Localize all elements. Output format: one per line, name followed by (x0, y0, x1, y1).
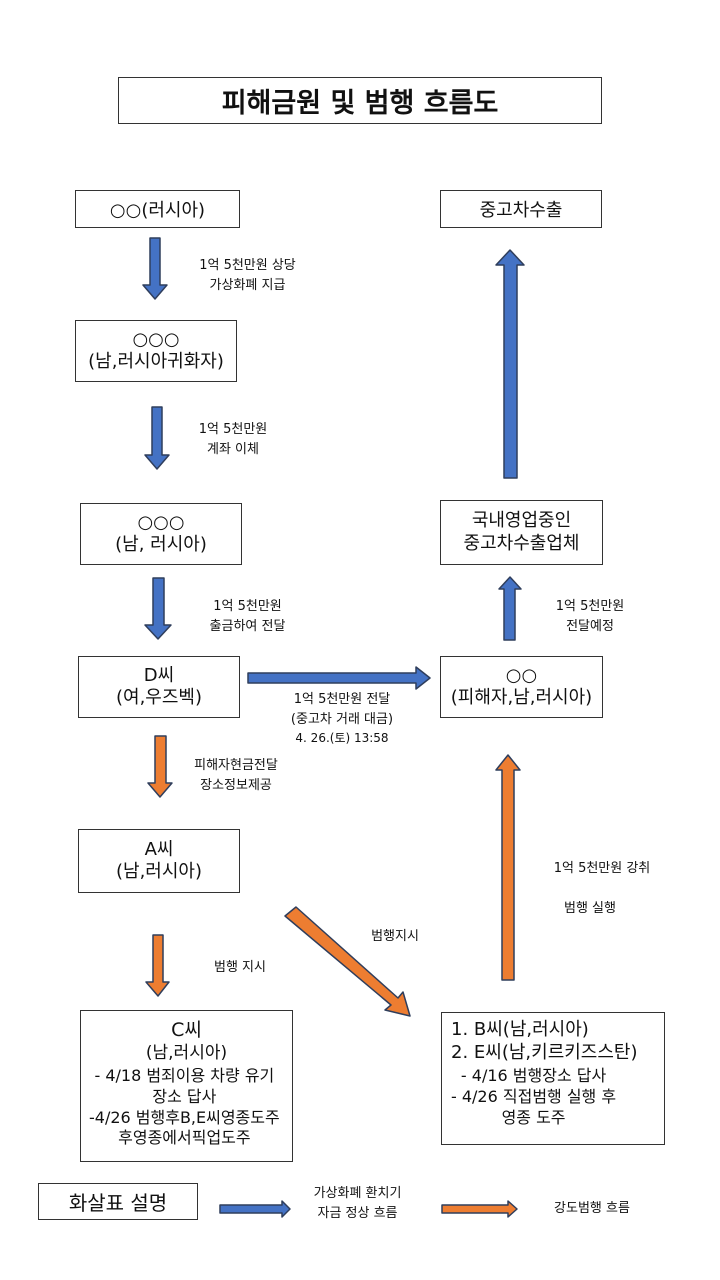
be-detail-1: - 4/16 범행장소 답사 (460, 1066, 607, 1085)
russian-male-desc: (남, 러시아) (115, 534, 207, 555)
order-be-text: 범행지시 (371, 929, 419, 944)
legend-blue-arrow (219, 1200, 291, 1218)
planned-line2: 전달예정 (566, 618, 614, 634)
legend-orange-text: 강도범행 흐름 (554, 1201, 630, 1216)
be-details: - 4/16 범행장소 답사 - 4/26 직접범행 실행 후 영종 도주 (451, 1066, 616, 1128)
deliver-line1: 1억 5천만원 전달 (293, 692, 391, 707)
page-title: 피해금원 및 범행 흐름도 (221, 88, 499, 119)
victim-desc: (피해자,남,러시아) (450, 687, 593, 708)
title-box: 피해금원 및 범행 흐름도 (118, 77, 602, 124)
arrow-info (147, 735, 173, 798)
russia-origin-box: ○○(러시아) (75, 190, 240, 228)
russian-male-name: ○○○ (137, 511, 185, 533)
info-line2: 장소정보제공 (200, 777, 272, 793)
info-line1: 피해자현금전달 (194, 758, 278, 773)
legend-blue-line1: 가상화폐 환치기 (313, 1186, 402, 1201)
naturalized-box: ○○○ (남,러시아귀화자) (75, 320, 237, 382)
order-c-label: 범행 지시 (195, 958, 285, 978)
order-be-label: 범행지시 (350, 927, 440, 947)
used-car-export-box: 중고차수출 (440, 190, 602, 228)
russia-origin-label: ○○(러시아) (109, 200, 206, 221)
victim-name: ○○ (505, 664, 538, 686)
withdraw-label: 1억 5천만원 출금하여 전달 (190, 597, 305, 636)
transfer-line2: 계좌 이체 (207, 441, 259, 457)
legend-orange-arrow (441, 1200, 518, 1218)
arrow-deliver (247, 666, 431, 690)
be-detail-2: - 4/26 직접범행 실행 후 (451, 1086, 617, 1106)
legend-title: 화살표 설명 (68, 1191, 168, 1215)
order-c-text: 범행 지시 (214, 960, 266, 975)
c-detail-2: 장소 답사 (152, 1086, 217, 1106)
robbery-label: 1억 5천만원 강취 (532, 859, 672, 879)
execute-label: 범행 실행 (545, 899, 635, 919)
a-name: A씨 (144, 838, 174, 860)
c-detail-4: 후영종에서픽업도주 (118, 1128, 251, 1148)
domestic-company-box: 국내영업중인 중고차수출업체 (440, 500, 603, 565)
d-box: D씨 (여,우즈벡) (78, 656, 240, 718)
arrow-transfer (144, 406, 170, 470)
c-name: C씨 (171, 1019, 202, 1041)
c-detail-3: -4/26 범행후B,E씨영종도주 (89, 1107, 280, 1127)
arrow-order-be (284, 906, 411, 1017)
c-box: C씨 (남,러시아) - 4/18 범죄이용 차량 유기 장소 답사 -4/26… (80, 1010, 293, 1162)
legend-blue-label: 가상화폐 환치기 자금 정상 흐름 (290, 1184, 425, 1223)
c-desc: (남,러시아) (145, 1042, 228, 1063)
planned-label: 1억 5천만원 전달예정 (535, 597, 645, 636)
execute-text: 범행 실행 (564, 901, 616, 916)
crypto-pay-line1: 1억 5천만원 상당 (199, 258, 296, 273)
arrow-withdraw (144, 577, 172, 640)
withdraw-line2: 출금하여 전달 (209, 618, 286, 634)
arrow-export (495, 249, 525, 479)
russian-male-box: ○○○ (남, 러시아) (80, 503, 242, 565)
be-box: 1. B씨(남,러시아) 2. E씨(남,키르키즈스탄) - 4/16 범행장소… (441, 1012, 665, 1145)
deliver-label: 1억 5천만원 전달 (중고차 거래 대금) 4. 26.(토) 13:58 (262, 690, 422, 747)
naturalized-name: ○○○ (132, 328, 180, 350)
d-name: D씨 (143, 664, 175, 686)
transfer-line1: 1억 5천만원 (198, 422, 268, 437)
withdraw-line1: 1억 5천만원 (213, 599, 282, 614)
c-details: - 4/18 범죄이용 차량 유기 장소 답사 -4/26 범행후B,E씨영종도… (81, 1066, 280, 1149)
be-detail-3: 영종 도주 (501, 1107, 566, 1127)
naturalized-desc: (남,러시아귀화자) (88, 351, 224, 372)
arrow-planned (498, 576, 522, 641)
crypto-pay-line2: 가상화폐 지급 (209, 277, 286, 293)
robbery-text: 1억 5천만원 강취 (553, 861, 651, 876)
a-box: A씨 (남,러시아) (78, 829, 240, 893)
d-desc: (여,우즈벡) (115, 687, 202, 708)
a-desc: (남,러시아) (115, 861, 202, 882)
legend-title-box: 화살표 설명 (38, 1183, 198, 1220)
e-line: 2. E씨(남,키르키즈스탄) (451, 1041, 638, 1063)
domestic-company-line1: 국내영업중인 (471, 510, 572, 531)
arrow-robbery (495, 754, 521, 981)
crypto-pay-label: 1억 5천만원 상당 가상화폐 지급 (180, 256, 315, 295)
transfer-label: 1억 5천만원 계좌 이체 (178, 420, 288, 459)
planned-line1: 1억 5천만원 (555, 599, 625, 614)
domestic-company-line2: 중고차수출업체 (463, 532, 580, 554)
used-car-export-label: 중고차수출 (479, 200, 563, 221)
c-detail-1: - 4/18 범죄이용 차량 유기 (94, 1066, 275, 1085)
deliver-line3: 4. 26.(토) 13:58 (295, 731, 389, 745)
legend-orange-label: 강도범행 흐름 (532, 1199, 652, 1219)
info-label: 피해자현금전달 장소정보제공 (176, 756, 296, 795)
arrow-order-c (145, 934, 170, 997)
victim-box: ○○ (피해자,남,러시아) (440, 656, 603, 718)
legend-blue-line2: 자금 정상 흐름 (317, 1205, 398, 1221)
b-line: 1. B씨(남,러시아) (451, 1019, 589, 1040)
arrow-crypto-pay (142, 237, 168, 300)
deliver-line2: (중고차 거래 대금) (290, 711, 394, 727)
